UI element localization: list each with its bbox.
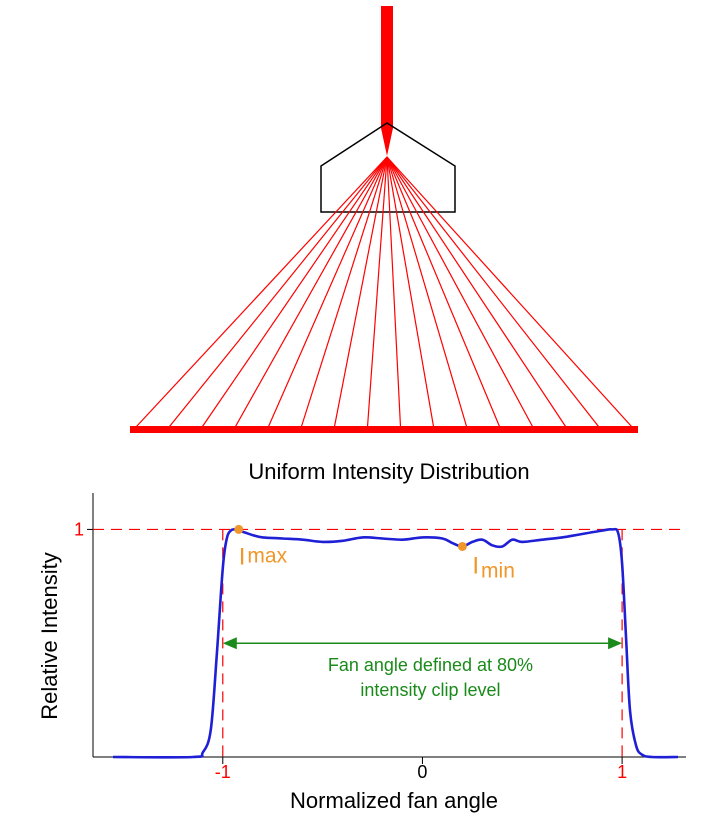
fan-angle-annotation-line-1: Fan angle defined at 80% bbox=[328, 655, 533, 675]
fan-ray bbox=[267, 156, 388, 428]
diagram-title: Uniform Intensity Distribution bbox=[248, 459, 529, 484]
fan-ray bbox=[168, 156, 388, 428]
y-axis-label: Relative Intensity bbox=[37, 552, 62, 720]
imin-label: Imin bbox=[472, 552, 515, 582]
fan-ray bbox=[386, 156, 534, 428]
fan-ray bbox=[135, 156, 388, 428]
x-axis-label: Normalized fan angle bbox=[290, 788, 498, 813]
fan-angle-arrowhead-left bbox=[222, 637, 237, 650]
fan-beam-schematic bbox=[130, 6, 638, 433]
fan-ray bbox=[333, 156, 388, 428]
fan-ray bbox=[201, 156, 388, 428]
imax-point bbox=[234, 524, 244, 534]
fan-ray bbox=[386, 156, 501, 428]
intensity-chart: -1 0 1 1 Imax Imin Fan angle defined at … bbox=[37, 493, 686, 813]
y-tick-label: 1 bbox=[74, 519, 84, 539]
x-tick-label: -1 bbox=[215, 762, 231, 782]
fan-ray bbox=[300, 156, 388, 428]
imin-point bbox=[457, 541, 467, 551]
fan-ray bbox=[386, 156, 468, 428]
fan-ray bbox=[234, 156, 388, 428]
projection-line bbox=[130, 426, 638, 433]
x-tick-label: 1 bbox=[617, 762, 627, 782]
fan-ray bbox=[386, 156, 435, 428]
intensity-curve bbox=[112, 527, 679, 759]
fan-ray bbox=[366, 156, 388, 428]
x-tick-label: 0 bbox=[417, 762, 427, 782]
input-beam-taper bbox=[381, 128, 393, 156]
fan-angle-annotation-line-2: intensity clip level bbox=[360, 680, 500, 700]
fan-ray bbox=[386, 156, 402, 428]
fan-ray bbox=[386, 156, 600, 428]
fan-ray bbox=[386, 156, 633, 428]
imax-label: Imax bbox=[239, 543, 288, 570]
lens-housing bbox=[320, 122, 456, 213]
fan-angle-arrowhead-right bbox=[608, 637, 623, 650]
input-laser-beam bbox=[381, 6, 393, 128]
fan-ray bbox=[386, 156, 567, 428]
fan-rays bbox=[135, 156, 633, 428]
